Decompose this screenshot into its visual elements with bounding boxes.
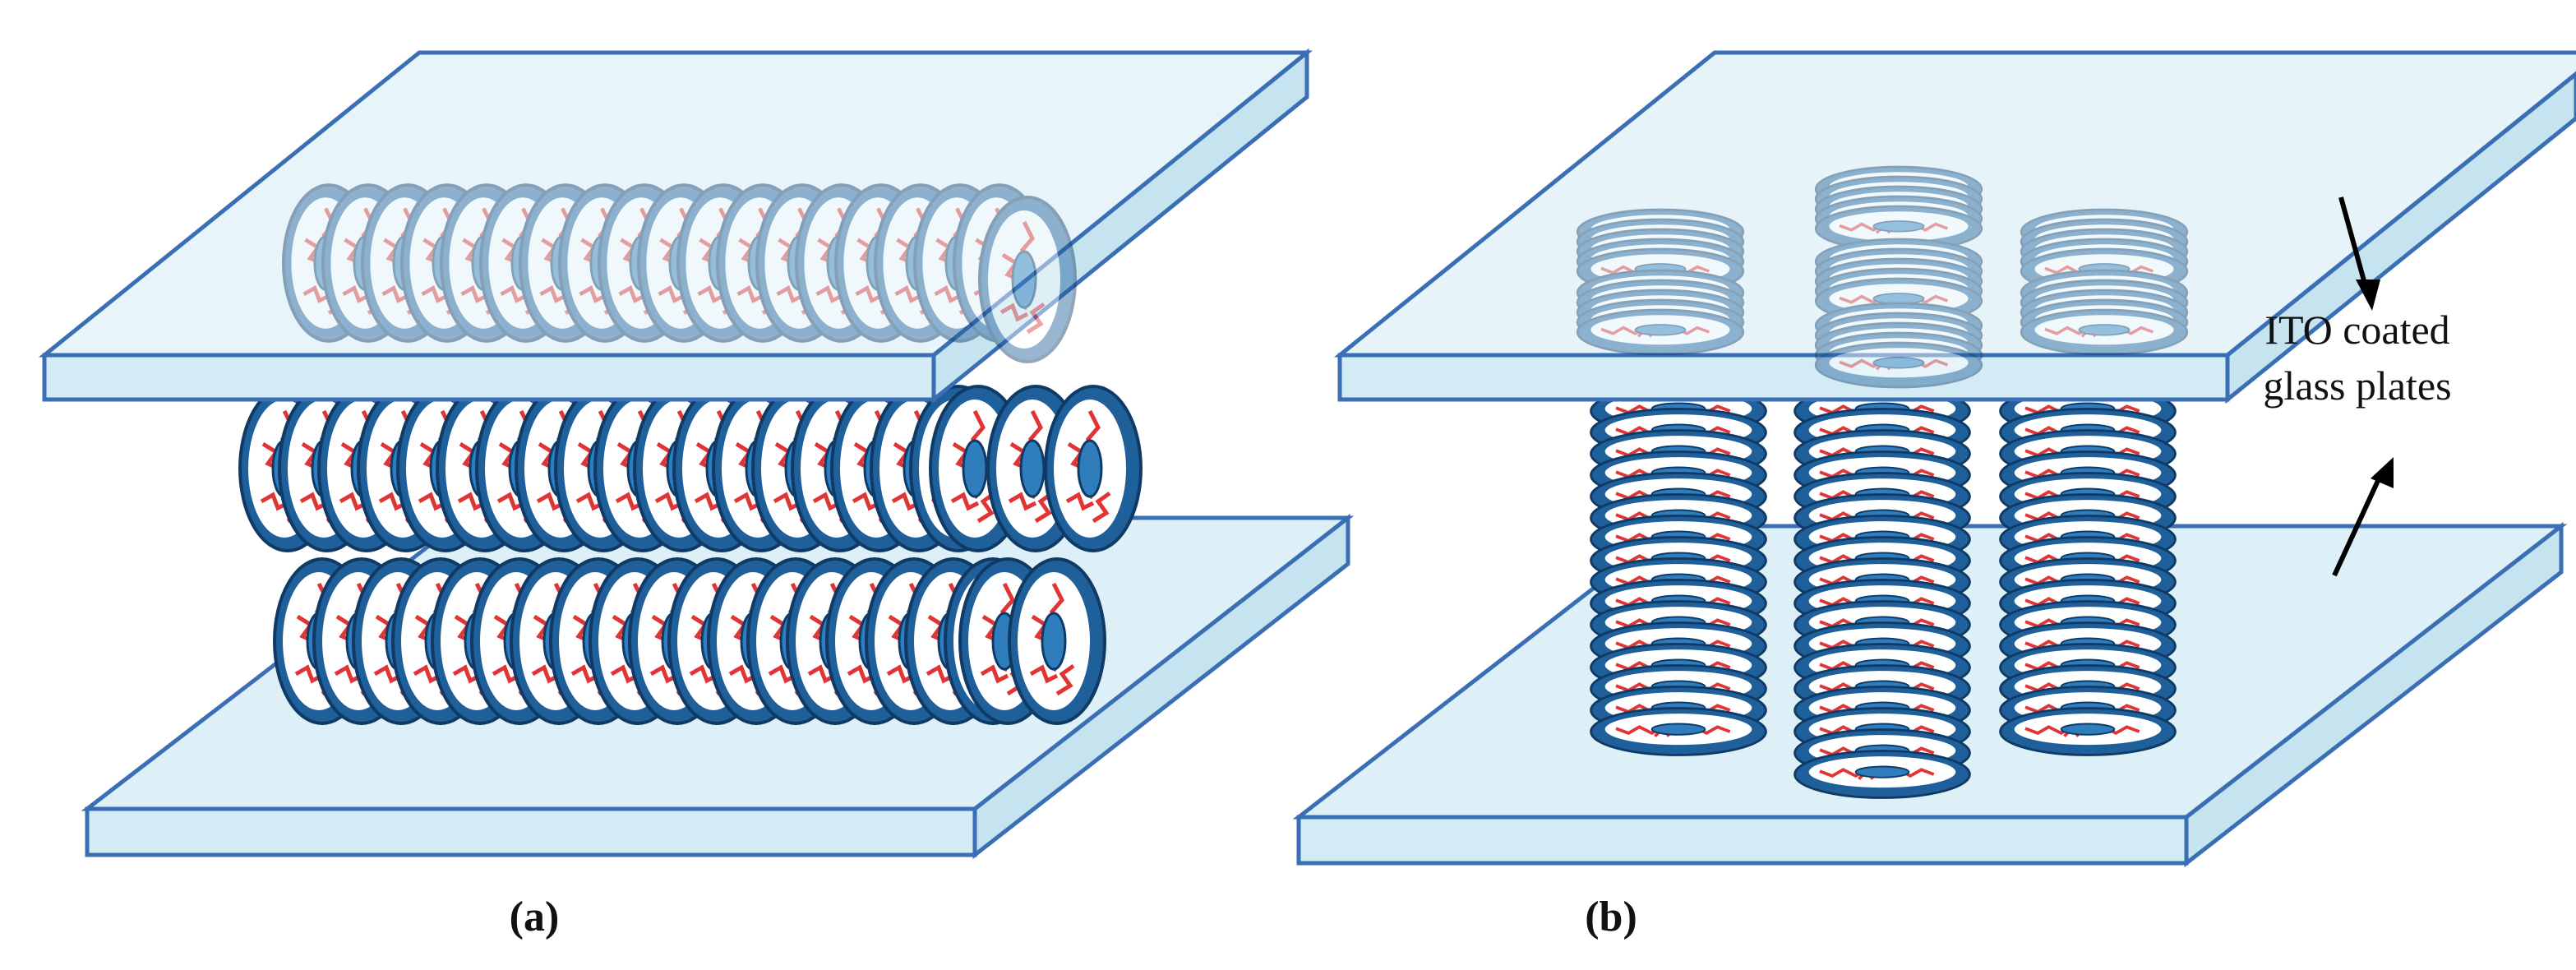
arrow-to-bottom-plate — [2332, 457, 2394, 577]
panel-label-a: (a) — [510, 894, 560, 940]
panel-b: (b) — [1292, 50, 2576, 940]
vertical-columns-b — [1589, 386, 2177, 800]
disc — [980, 197, 1075, 362]
panel-a: (a) — [38, 48, 1355, 940]
disc — [1793, 749, 1972, 800]
disc — [1998, 706, 2177, 757]
column-row-middle-a — [240, 386, 1141, 551]
disc — [1009, 559, 1105, 723]
disc — [1576, 308, 1745, 356]
arrow-to-top-plate — [2338, 196, 2380, 311]
disc — [1046, 386, 1141, 551]
ito-label-line1: ITO coated — [2264, 307, 2449, 353]
ito-annotation: ITO coated glass plates — [2263, 196, 2452, 577]
disc — [1589, 706, 1768, 757]
column-row-lower-a — [275, 559, 1105, 723]
disc — [1814, 341, 1983, 389]
panel-label-b: (b) — [1585, 894, 1637, 940]
ito-label-line2: glass plates — [2263, 363, 2451, 409]
column-row-upper-a — [284, 185, 1075, 362]
disc — [2020, 308, 2189, 356]
